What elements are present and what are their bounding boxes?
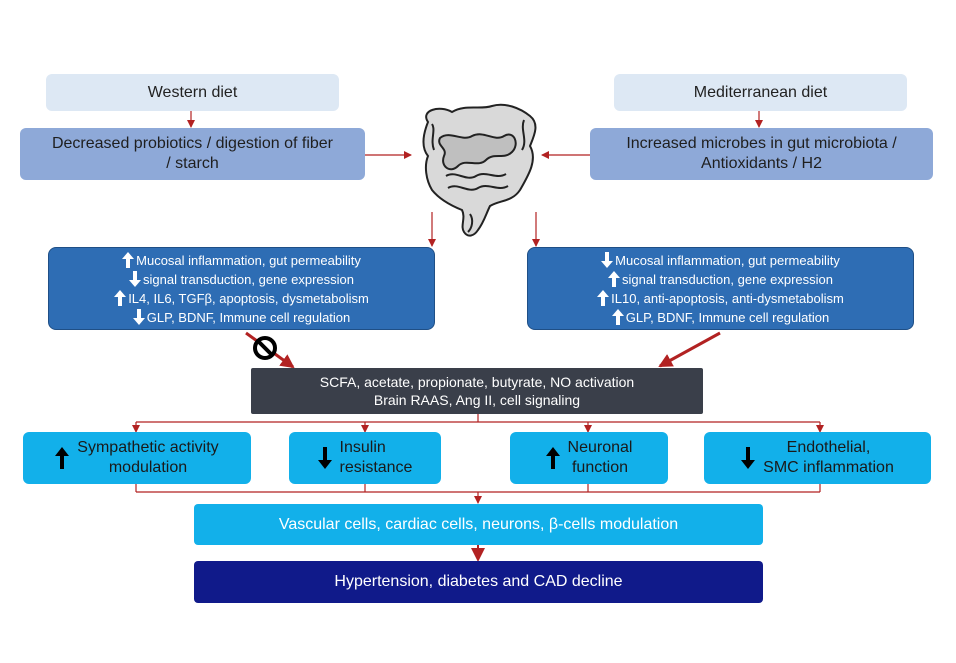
intestine-illustration-icon bbox=[422, 103, 537, 237]
mechanism-text: signal transduction, gene expression bbox=[621, 271, 834, 287]
scfa-line-2: Brain RAAS, Ang II, cell signaling bbox=[373, 392, 581, 408]
mechanism-row: GLP, BDNF, Immune cell regulation bbox=[132, 308, 351, 327]
mechanism-text: Mucosal inflammation, gut permeability bbox=[615, 252, 840, 268]
arrow-med-mech-to-scfa bbox=[658, 331, 721, 368]
up-arrow-icon bbox=[122, 252, 135, 268]
mechanism-row: GLP, BDNF, Immune cell regulation bbox=[611, 308, 830, 327]
outcome-line: Sympathetic activity bbox=[77, 439, 219, 456]
scfa-box: SCFA, acetate, propionate, butyrate, NO … bbox=[251, 368, 703, 414]
mediterranean-effect-box: Increased microbes in gut microbiota / A… bbox=[590, 128, 933, 180]
prohibition-icon bbox=[253, 336, 277, 360]
outcome-endothelial-box: Endothelial, SMC inflammation bbox=[704, 432, 931, 484]
outcome-line: Endothelial, bbox=[786, 439, 871, 456]
mechanism-row: Mucosal inflammation, gut permeability bbox=[601, 251, 840, 270]
mediterranean-mechanism-box: Mucosal inflammation, gut permeability s… bbox=[527, 247, 914, 330]
down-arrow-icon bbox=[317, 447, 332, 469]
mediterranean-diet-box: Mediterranean diet bbox=[614, 74, 907, 111]
western-mechanism-box: Mucosal inflammation, gut permeability s… bbox=[48, 247, 435, 330]
up-arrow-icon bbox=[114, 290, 127, 306]
up-arrow-icon bbox=[55, 447, 70, 469]
mechanism-text: GLP, BDNF, Immune cell regulation bbox=[146, 309, 351, 325]
final-outcome-label: Hypertension, diabetes and CAD decline bbox=[334, 573, 623, 590]
final-outcome-box: Hypertension, diabetes and CAD decline bbox=[194, 561, 763, 603]
vascular-modulation-box: Vascular cells, cardiac cells, neurons, … bbox=[194, 504, 763, 545]
mediterranean-diet-label: Mediterranean diet bbox=[693, 83, 828, 101]
mediterranean-effect-line-1: Increased microbes in gut microbiota / bbox=[626, 135, 897, 152]
mechanism-row: Mucosal inflammation, gut permeability bbox=[122, 251, 361, 270]
western-diet-box: Western diet bbox=[46, 74, 339, 111]
mechanism-row: IL4, IL6, TGFβ, apoptosis, dysmetabolism bbox=[114, 289, 369, 308]
down-arrow-icon bbox=[601, 252, 614, 268]
mechanism-text: IL4, IL6, TGFβ, apoptosis, dysmetabolism bbox=[128, 290, 369, 306]
outcome-insulin-box: Insulin resistance bbox=[289, 432, 441, 484]
up-arrow-icon bbox=[597, 290, 610, 306]
outcome-line: Insulin bbox=[339, 439, 386, 456]
mechanism-text: IL10, anti-apoptosis, anti-dysmetabolism bbox=[611, 290, 844, 306]
mechanism-row: IL10, anti-apoptosis, anti-dysmetabolism bbox=[597, 289, 844, 308]
outcome-line: Neuronal bbox=[567, 439, 633, 456]
outcome-line: resistance bbox=[339, 459, 413, 476]
down-arrow-icon bbox=[132, 309, 145, 325]
down-arrow-icon bbox=[128, 271, 141, 287]
outcome-sympathetic-box: Sympathetic activity modulation bbox=[23, 432, 251, 484]
western-effect-box: Decreased probiotics / digestion of fibe… bbox=[20, 128, 365, 180]
mechanism-text: Mucosal inflammation, gut permeability bbox=[136, 252, 361, 268]
mechanism-text: GLP, BDNF, Immune cell regulation bbox=[625, 309, 830, 325]
western-diet-label: Western diet bbox=[147, 83, 238, 101]
up-arrow-icon bbox=[611, 309, 624, 325]
outcome-line: SMC inflammation bbox=[763, 459, 894, 476]
outcome-neuronal-box: Neuronal function bbox=[510, 432, 668, 484]
mechanism-row: signal transduction, gene expression bbox=[128, 270, 355, 289]
outcome-line: modulation bbox=[108, 459, 188, 476]
outcome-line: function bbox=[571, 459, 629, 476]
western-effect-line-2: / starch bbox=[166, 155, 219, 172]
mediterranean-effect-line-2: Antioxidants / H2 bbox=[701, 155, 822, 172]
vascular-label: Vascular cells, cardiac cells, neurons, … bbox=[278, 515, 679, 533]
western-effect-line-1: Decreased probiotics / digestion of fibe… bbox=[51, 135, 334, 152]
up-arrow-icon bbox=[545, 447, 560, 469]
scfa-line-1: SCFA, acetate, propionate, butyrate, NO … bbox=[319, 374, 635, 390]
up-arrow-icon bbox=[607, 271, 620, 287]
down-arrow-icon bbox=[741, 447, 756, 469]
mechanism-row: signal transduction, gene expression bbox=[607, 270, 834, 289]
mechanism-text: signal transduction, gene expression bbox=[142, 271, 355, 287]
